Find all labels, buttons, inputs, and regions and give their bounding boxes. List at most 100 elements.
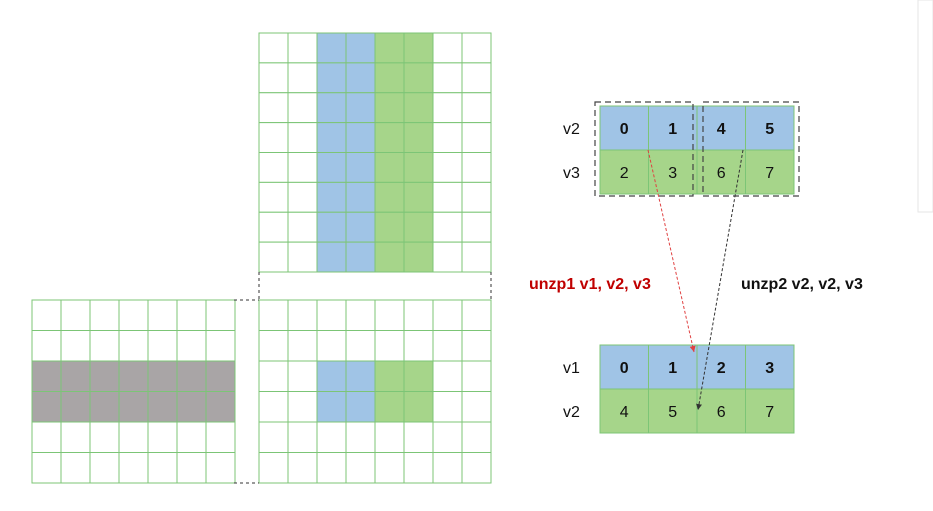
grid-cell <box>205 330 236 362</box>
grid-cell <box>316 152 347 183</box>
grid-cell <box>345 62 376 94</box>
grid-cell <box>432 241 463 273</box>
grid-cell <box>461 452 492 484</box>
grid-cell <box>176 360 207 392</box>
grid-cell <box>60 360 91 392</box>
grid-cell <box>287 299 318 331</box>
grid-cell <box>258 32 289 64</box>
grid-cell <box>461 330 492 362</box>
top-group-right-box <box>702 101 800 197</box>
grid-cell <box>258 421 289 453</box>
grid-cell <box>374 452 405 484</box>
grid-cell <box>287 152 318 183</box>
grid-cell <box>258 211 289 243</box>
grid-cell <box>147 452 178 484</box>
register-label: v3 <box>563 165 580 182</box>
grid-cell <box>258 299 289 331</box>
grid-cell <box>432 122 463 153</box>
register-value: 2 <box>620 165 629 182</box>
grid-cell <box>316 452 347 484</box>
grid-cell <box>374 122 405 153</box>
grid-cell <box>287 32 318 64</box>
grid-cell <box>89 421 120 453</box>
grid-cell <box>258 241 289 273</box>
grid-cell <box>287 62 318 94</box>
grid-cell <box>258 330 289 362</box>
register-value: 4 <box>717 121 726 138</box>
grid-cell <box>258 92 289 124</box>
register-label: v2 <box>563 404 580 421</box>
grid-cell <box>287 92 318 124</box>
grid-cell <box>316 62 347 94</box>
grid-cell <box>345 421 376 453</box>
grid-cell <box>374 360 405 392</box>
grid-cell <box>316 241 347 273</box>
grid-cell <box>316 421 347 453</box>
grid-cell <box>432 330 463 362</box>
grid-cell <box>118 330 149 362</box>
grid-cell <box>403 452 434 484</box>
register-value: 7 <box>765 165 774 182</box>
register-value: 3 <box>668 165 677 182</box>
result-matrix-grid <box>258 299 492 484</box>
register-value: 5 <box>765 121 774 138</box>
grid-cell <box>461 32 492 64</box>
grid-cell <box>432 391 463 423</box>
grid-cell <box>89 360 120 392</box>
grid-cell <box>345 152 376 183</box>
grid-cell <box>374 299 405 331</box>
grid-cell <box>316 211 347 243</box>
register-cell <box>745 388 795 434</box>
top-group-left-box <box>594 101 694 197</box>
grid-cell <box>287 241 318 273</box>
top-matrix-grid <box>258 32 492 273</box>
grid-cell <box>147 360 178 392</box>
grid-cell <box>89 452 120 484</box>
grid-cell <box>461 211 492 243</box>
grid-cell <box>345 122 376 153</box>
grid-cell <box>287 330 318 362</box>
grid-cell <box>432 211 463 243</box>
unzp2-arrow <box>696 149 744 411</box>
grid-cell <box>374 181 405 213</box>
grid-cell <box>258 360 289 392</box>
register-value: 5 <box>668 404 677 421</box>
grid-cell <box>461 152 492 183</box>
grid-cell <box>403 391 434 423</box>
grid-cell <box>345 299 376 331</box>
register-cell <box>599 388 649 434</box>
register-cell <box>599 105 649 151</box>
register-cell <box>745 344 795 390</box>
grid-cell <box>316 92 347 124</box>
grid-cell <box>461 360 492 392</box>
grid-cell <box>147 330 178 362</box>
grid-cell <box>316 391 347 423</box>
grid-cell <box>316 122 347 153</box>
grid-cell <box>316 299 347 331</box>
grid-cell <box>258 62 289 94</box>
grid-cell <box>147 421 178 453</box>
grid-cell <box>374 391 405 423</box>
grid-cell <box>374 330 405 362</box>
grid-cell <box>316 360 347 392</box>
register-cell <box>745 149 795 195</box>
grid-cell <box>374 211 405 243</box>
grid-cell <box>147 391 178 423</box>
grid-cell <box>60 452 91 484</box>
grid-cell <box>461 122 492 153</box>
grid-cell <box>176 330 207 362</box>
grid-cell <box>403 211 434 243</box>
register-value: 0 <box>620 360 629 377</box>
register-label: v1 <box>563 360 580 377</box>
grid-cell <box>89 299 120 331</box>
grid-cell <box>316 330 347 362</box>
grid-cell <box>461 391 492 423</box>
grid-cell <box>118 421 149 453</box>
register-value: 4 <box>620 404 629 421</box>
grid-cell <box>345 241 376 273</box>
grid-cell <box>316 32 347 64</box>
grid-cell <box>403 62 434 94</box>
grid-cell <box>432 92 463 124</box>
grid-cell <box>176 391 207 423</box>
grid-cell <box>374 241 405 273</box>
